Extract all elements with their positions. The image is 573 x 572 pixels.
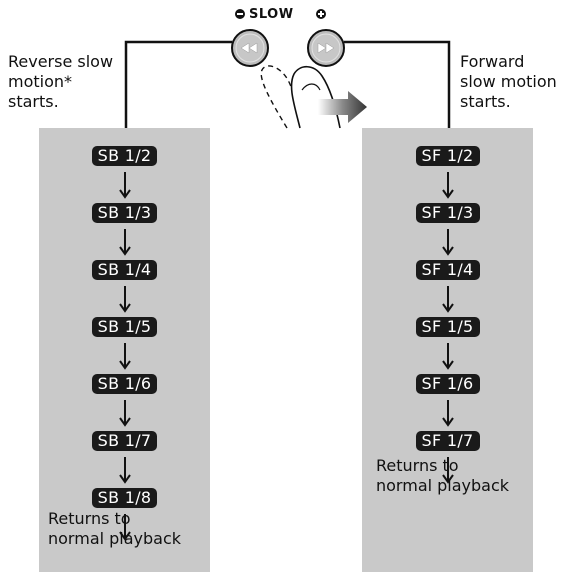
forward-start-label: Forward slow motion starts. [460, 52, 557, 112]
forward-step-badge: SF 1/6 [415, 374, 480, 394]
down-arrow-icon [441, 457, 454, 484]
forward-end-line: Returns to [376, 456, 459, 475]
reverse-step-badge: SB 1/4 [91, 260, 158, 280]
forward-start-label-line: Forward [460, 52, 525, 71]
slow-label: SLOW [249, 7, 294, 22]
reverse-start-label-line: starts. [8, 92, 59, 111]
plus-symbol-icon [316, 9, 326, 19]
rewind-icon [240, 42, 258, 54]
reverse-slow-button[interactable] [231, 29, 269, 67]
forward-end-text: Returns to normal playback [376, 456, 509, 496]
forward-step-badge: SF 1/3 [415, 203, 480, 223]
reverse-step-badge: SB 1/3 [91, 203, 158, 223]
forward-steps: SF 1/2 SF 1/3 SF 1/4 SF 1/5 SF 1/6 SF 1/… [362, 146, 533, 488]
down-arrow-icon [118, 172, 131, 199]
down-arrow-icon [118, 514, 131, 541]
down-arrow-icon [118, 229, 131, 256]
reverse-step-badge: SB 1/5 [91, 317, 158, 337]
reverse-end-text: Returns to normal playback [48, 509, 181, 549]
down-arrow-icon [118, 286, 131, 313]
reverse-connector-line [124, 40, 232, 128]
forward-connector-line [344, 40, 451, 128]
reverse-start-label: Reverse slow motion* starts. [8, 52, 114, 112]
reverse-end-line: normal playback [48, 529, 182, 548]
down-arrow-icon [118, 400, 131, 427]
reverse-end-line: Returns to [48, 509, 131, 528]
reverse-start-label-line: motion* [8, 72, 73, 91]
forward-step-badge: SF 1/2 [415, 146, 480, 166]
down-arrow-icon [441, 229, 454, 256]
forward-start-label-line: slow motion [460, 72, 557, 91]
forward-end-line: normal playback [376, 476, 510, 495]
down-arrow-icon [441, 400, 454, 427]
motion-arrow-icon [318, 91, 367, 123]
down-arrow-icon [118, 343, 131, 370]
reverse-step-badge: SB 1/2 [91, 146, 158, 166]
reverse-step-badge: SB 1/8 [91, 488, 158, 508]
minus-symbol-icon [235, 9, 245, 19]
forward-step-badge: SF 1/5 [415, 317, 480, 337]
down-arrow-icon [118, 457, 131, 484]
forward-start-label-line: starts. [460, 92, 511, 111]
pointing-finger-icon [290, 65, 341, 129]
down-arrow-icon [441, 172, 454, 199]
forward-step-badge: SF 1/4 [415, 260, 480, 280]
reverse-step-badge: SB 1/7 [91, 431, 158, 451]
down-arrow-icon [441, 286, 454, 313]
down-arrow-icon [441, 343, 454, 370]
reverse-start-label-line: Reverse slow [8, 52, 114, 71]
fast-forward-icon [317, 42, 335, 54]
reverse-steps: SB 1/2 SB 1/3 SB 1/4 SB 1/5 SB 1/6 SB 1/… [39, 146, 210, 545]
forward-step-badge: SF 1/7 [415, 431, 480, 451]
reverse-step-badge: SB 1/6 [91, 374, 158, 394]
forward-slow-button[interactable] [307, 29, 345, 67]
